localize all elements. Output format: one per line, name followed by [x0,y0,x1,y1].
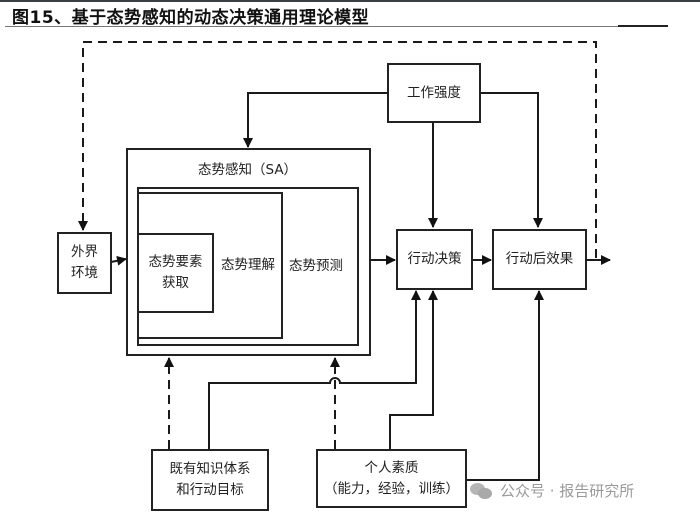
edge-personal-to-effect [466,290,544,481]
wechat-icon [470,482,494,500]
comprehend-label: 态势理解 [221,257,275,274]
knowledge-label: 既有知识体系 和行动目标 [169,461,251,498]
watermark: 公众号 · 报告研究所 [470,480,634,501]
top-border [0,0,700,2]
decision-box: 行动决策 [396,229,473,290]
environment-label: 外界 环境 [71,244,98,281]
knowledge-box: 既有知识体系 和行动目标 [151,449,269,511]
acquire-box: 态势要素 获取 [137,233,214,313]
watermark-text: 公众号 · 报告研究所 [500,482,635,500]
edge-feedback-loop [78,41,597,258]
workload-label: 工作强度 [407,84,461,101]
figure-title: 图15、基于态势感知的动态决策通用理论模型 [12,8,370,28]
decision-label: 行动决策 [407,251,462,268]
effect-box: 行动后效果 [492,229,587,290]
workload-box: 工作强度 [387,63,481,123]
sa-outer-label: 态势感知（SA） [198,162,298,178]
title-underline-accent [618,25,668,27]
edge-environment-to-sa [110,255,127,266]
predict-label: 态势预测 [289,258,343,275]
personal-label: 个人素质 （能力，经验，训练） [324,459,459,497]
effect-label: 行动后效果 [505,251,574,268]
environment-box: 外界 环境 [57,232,112,294]
title-underline [5,26,618,27]
edge-personal-to-decision [389,290,438,449]
edge-workload-to-sa [243,92,387,148]
edge-knowledge-to-decision [208,290,421,449]
personal-box: 个人素质 （能力，经验，训练） [316,449,467,508]
edge-workload-to-effect [480,92,543,228]
sa-outer-box [126,148,371,356]
acquire-label: 态势要素 获取 [148,254,203,291]
